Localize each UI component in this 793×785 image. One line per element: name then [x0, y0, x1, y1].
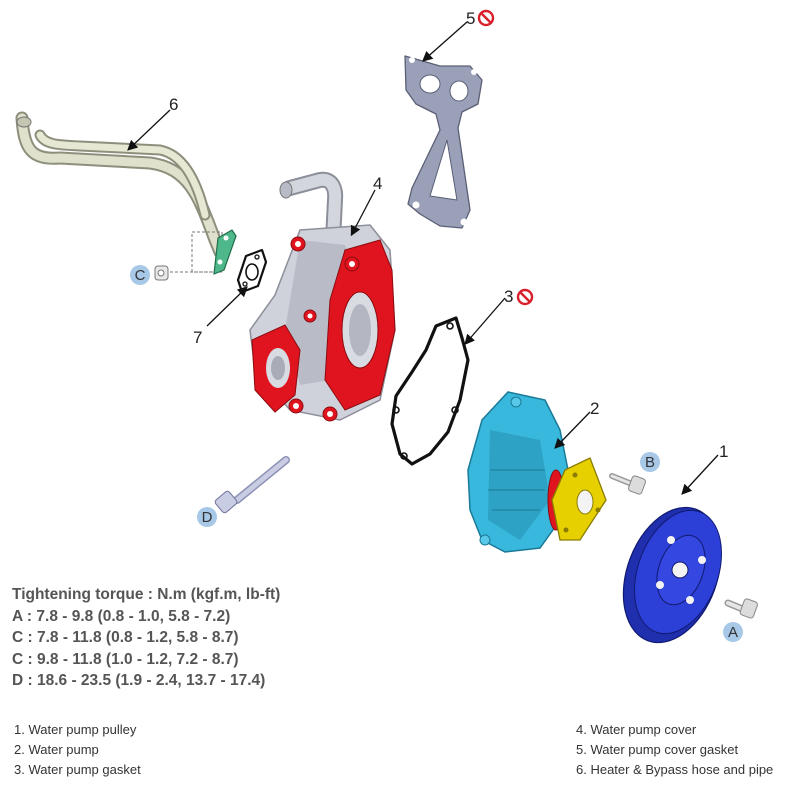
- letter-marker-a: A: [723, 622, 743, 642]
- nut-c: [154, 265, 169, 281]
- torque-row-d: D : 18.6 - 23.5 (1.9 - 2.4, 13.7 - 17.4): [12, 672, 266, 689]
- bolt-a: [724, 598, 758, 619]
- water-pump-cover: [249, 171, 396, 422]
- letter-marker-d: D: [197, 507, 217, 527]
- callout-leaders: [127, 21, 719, 495]
- no-reuse-icon: [477, 9, 495, 27]
- legend-item-1: 1. Water pump pulley: [14, 722, 137, 737]
- svg-text:B: B: [645, 454, 655, 471]
- torque-row-a: A : 7.8 - 9.8 (0.8 - 1.0, 5.8 - 7.2): [12, 607, 231, 625]
- legend-item-2: 2. Water pump: [14, 742, 99, 757]
- callout-3: 3: [504, 287, 513, 306]
- bolt-b: [609, 473, 646, 495]
- water-pump-pulley: [622, 506, 722, 644]
- svg-text:C: C: [135, 267, 146, 284]
- heater-bypass-pipe: [15, 111, 237, 275]
- callout-5: 5: [466, 9, 475, 28]
- legend-item-6: 6. Heater & Bypass hose and pipe: [576, 762, 774, 777]
- torque-row-c1: C : 7.8 - 11.8 (0.8 - 1.2, 5.8 - 8.7): [12, 629, 239, 646]
- water-pump-gasket: [390, 316, 470, 466]
- torque-title: Tightening torque : N.m (kgf.m, lb-ft): [12, 586, 281, 603]
- svg-text:A: A: [728, 624, 738, 641]
- torque-row-c2: C : 9.8 - 11.8 (1.0 - 1.2, 7.2 - 8.7): [12, 650, 239, 668]
- no-reuse-icon: [516, 288, 534, 306]
- callout-2: 2: [590, 399, 599, 418]
- callout-6: 6: [169, 95, 178, 114]
- letter-marker-c: C: [130, 265, 150, 285]
- letter-marker-b: B: [640, 452, 660, 472]
- svg-text:D: D: [202, 509, 213, 526]
- callout-7: 7: [193, 328, 202, 347]
- water-pump: [467, 391, 607, 553]
- tightening-torque-spec: Tightening torque : N.m (kgf.m, lb-ft) A…: [12, 584, 280, 692]
- legend-item-3: 3. Water pump gasket: [14, 762, 141, 777]
- callout-4: 4: [373, 174, 382, 193]
- pipe-gasket: [236, 248, 268, 294]
- parts-legend-right: 4. Water pump cover 5. Water pump cover …: [576, 720, 773, 780]
- bolt-d: [214, 456, 290, 514]
- water-pump-cover-gasket: [404, 55, 483, 229]
- callout-1: 1: [719, 442, 728, 461]
- parts-legend-left: 1. Water pump pulley 2. Water pump 3. Wa…: [14, 720, 141, 780]
- legend-item-4: 4. Water pump cover: [576, 722, 697, 737]
- legend-item-5: 5. Water pump cover gasket: [576, 742, 739, 757]
